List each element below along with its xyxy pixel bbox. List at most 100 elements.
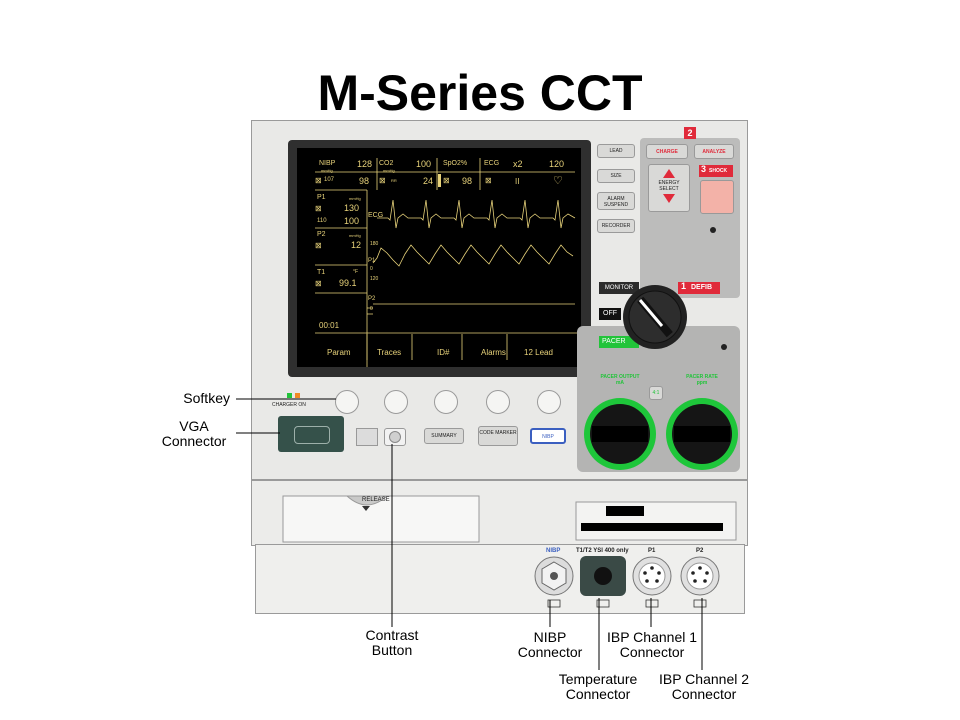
callout-ibp1-connector: IBP Channel 1 Connector xyxy=(606,629,698,660)
step-3-label: 3 xyxy=(701,164,707,174)
alarm-off-icon: ⊠ xyxy=(443,176,450,185)
pacer-rate-label: PACER RATE ppm xyxy=(686,374,718,386)
port-label-nibp: NIBP xyxy=(546,548,561,554)
step-1-label: 1 xyxy=(681,281,687,291)
shock-button[interactable] xyxy=(700,180,734,214)
energy-down-icon[interactable] xyxy=(663,194,675,203)
t1-unit: °F xyxy=(353,269,359,275)
trace-label-p1: P1 xyxy=(368,258,376,264)
code-marker-button[interactable]: CODE MARKER xyxy=(478,426,518,446)
co2-unit: mmHg xyxy=(383,168,395,173)
energy-select-control[interactable]: ENERGY SELECT xyxy=(648,164,690,212)
softkey-label-12-lead: 12 Lead xyxy=(524,348,553,357)
elapsed-time: 00:01 xyxy=(319,321,340,330)
page-title: M-Series CCT xyxy=(317,65,643,121)
analyze-button[interactable]: ANALYZE xyxy=(694,144,734,159)
nibp-label: NIBP xyxy=(319,160,336,167)
charger-led-orange xyxy=(295,393,300,398)
softkey-button-3[interactable] xyxy=(434,390,458,414)
spo2-label: SpO2% xyxy=(443,160,468,167)
indicator-led xyxy=(710,227,716,233)
nibp-diastolic: 98 xyxy=(359,176,370,186)
callout-contrast-button: Contrast Button xyxy=(365,627,419,658)
charger-on-label: CHARGER ON xyxy=(272,402,306,408)
co2-rr-label: RR xyxy=(391,178,397,183)
p2-scale-top: 120 xyxy=(370,276,379,282)
size-button[interactable]: SIZE xyxy=(597,169,635,183)
alarm-off-icon: ⊠ xyxy=(379,176,386,185)
pacer-output-dial[interactable] xyxy=(582,396,658,472)
pacer-output-label: PACER OUTPUT mA xyxy=(600,374,640,386)
pacer-label: PACER xyxy=(599,336,639,348)
spo2-value: 98 xyxy=(462,176,473,186)
pacer-rate-dial[interactable] xyxy=(664,396,740,472)
trace-label-ecg: ECG xyxy=(368,212,384,219)
port-label-temp: T1/T2 YSI 400 only xyxy=(576,548,629,554)
vga-connector[interactable] xyxy=(278,416,344,452)
trace-label-p2: P2 xyxy=(368,296,376,302)
monitor-label: MONITOR xyxy=(599,282,639,294)
p2-value: 12 xyxy=(351,240,362,250)
pacer-led xyxy=(721,344,727,350)
alarm-off-icon: ⊠ xyxy=(315,279,322,288)
ecg-gain: x2 xyxy=(513,159,523,169)
softkey-label-traces: Traces xyxy=(377,348,402,357)
softkey-label-id: ID# xyxy=(437,348,450,357)
ecg-label: ECG xyxy=(484,160,500,167)
pacer-4-1-button[interactable]: 4:1 xyxy=(649,386,663,400)
nibp-button[interactable]: NIBP xyxy=(530,428,566,444)
off-label: OFF xyxy=(599,308,621,320)
t1-value: 99.1 xyxy=(339,278,357,288)
alarm-off-icon: ⊠ xyxy=(485,176,492,185)
param-dividers xyxy=(315,190,368,367)
release-arrow-icon xyxy=(362,506,370,511)
nibp-unit: mmHg xyxy=(321,168,333,173)
lead-button[interactable]: LEAD xyxy=(597,144,635,158)
contrast-icon xyxy=(389,431,401,443)
recorder-button[interactable]: RECORDER xyxy=(597,219,635,233)
t1-label: T1 xyxy=(317,269,326,276)
connector-ports xyxy=(534,556,720,608)
screen-graphics xyxy=(315,158,581,367)
co2-label: CO2 xyxy=(379,160,394,167)
p1-unit: mmHg xyxy=(349,196,361,201)
vga-port-icon xyxy=(294,426,330,444)
softkey-dividers xyxy=(366,334,508,360)
softkey-button-5[interactable] xyxy=(537,390,561,414)
pleth-bar xyxy=(438,174,441,187)
p1-waveform xyxy=(372,244,574,267)
defib-label: DEFIB xyxy=(691,284,712,291)
softkey-button-1[interactable] xyxy=(335,390,359,414)
softkey-label-param: Param xyxy=(327,348,351,357)
p1-systolic: 130 xyxy=(344,203,360,213)
charge-button[interactable]: CHARGE xyxy=(646,144,688,159)
summary-button[interactable]: SUMMARY xyxy=(424,428,464,444)
alarm-off-icon: ⊠ xyxy=(315,241,322,250)
energy-up-icon[interactable] xyxy=(663,169,675,178)
alarm-off-icon: ⊠ xyxy=(315,204,322,213)
lower-panel-graphics xyxy=(282,495,737,543)
alarm-suspend-button[interactable]: ALARM SUSPEND xyxy=(597,192,635,210)
monitor-screen: NIBP mmHg 128 ⊠ 107 98 CO2 mmHg 100 ⊠ RR… xyxy=(297,148,581,367)
p1-diastolic: 100 xyxy=(344,216,360,226)
p2-label: P2 xyxy=(317,231,326,238)
co2-sub-value: 24 xyxy=(423,176,434,186)
p2-scale-zero: 0 xyxy=(370,306,373,312)
softkey-button-2[interactable] xyxy=(384,390,408,414)
grid-lines xyxy=(315,158,575,191)
callout-vga-connector: VGA Connector xyxy=(161,418,227,449)
softkey-label-alarms: Alarms xyxy=(481,348,506,357)
ecg-heart-rate: 120 xyxy=(549,159,565,169)
release-label: RELEASE xyxy=(362,497,390,503)
p1-mean: 110 xyxy=(317,218,327,224)
p1-label: P1 xyxy=(317,194,326,201)
scale-ticks xyxy=(367,307,373,315)
callout-ibp2-connector: IBP Channel 2 Connector xyxy=(658,671,750,702)
heart-icon: ♡ xyxy=(553,175,563,187)
softkey-button-4[interactable] xyxy=(486,390,510,414)
mode-selector-knob[interactable] xyxy=(620,282,690,352)
callout-nibp-connector: NIBP Connector xyxy=(517,629,583,660)
callout-temperature-connector: Temperature Connector xyxy=(558,671,638,702)
p2-unit: mmHg xyxy=(349,233,361,238)
